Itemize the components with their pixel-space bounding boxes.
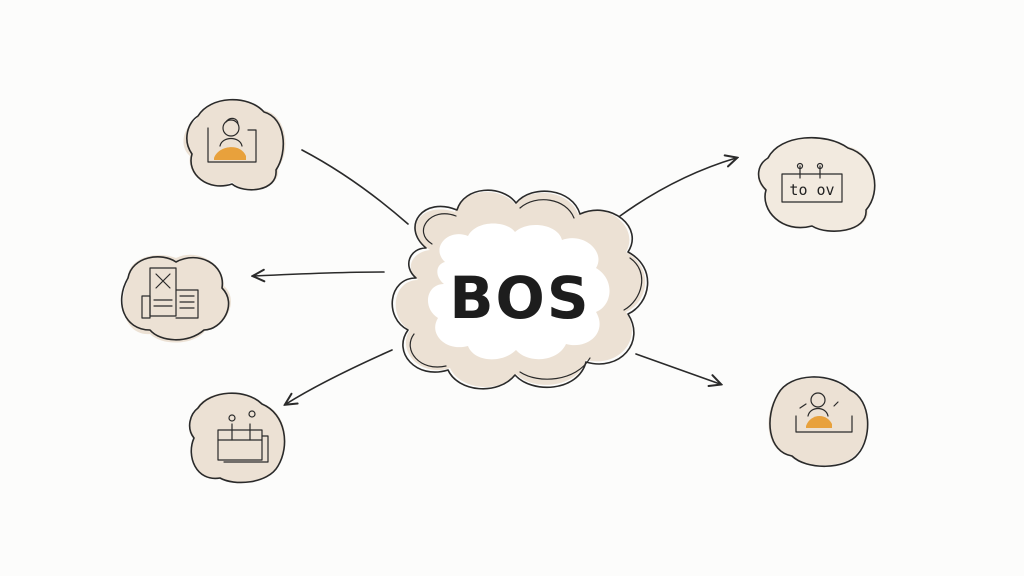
connector-bottom-left bbox=[286, 349, 393, 404]
connector-middle-left bbox=[254, 272, 385, 276]
node-top-left bbox=[183, 98, 286, 191]
node-bottom-right bbox=[768, 376, 869, 467]
connector-top-right bbox=[619, 158, 736, 217]
node-middle-left bbox=[120, 254, 231, 343]
todo-calendar-icon: to ov bbox=[781, 162, 843, 203]
center-label: BOS bbox=[449, 264, 590, 332]
node-top-right: to ov bbox=[757, 136, 876, 232]
connector-top-left bbox=[301, 149, 409, 225]
center-cloud: BOS bbox=[391, 189, 649, 390]
connectors bbox=[254, 149, 736, 404]
todo-label: to ov bbox=[789, 181, 834, 199]
calendar-desk-icon bbox=[217, 410, 269, 463]
document-building-icon bbox=[141, 267, 199, 319]
connector-bottom-right bbox=[635, 353, 720, 384]
node-bottom-left bbox=[188, 392, 286, 484]
person-frame-icon bbox=[207, 117, 257, 163]
person-frame-icon bbox=[795, 392, 853, 433]
